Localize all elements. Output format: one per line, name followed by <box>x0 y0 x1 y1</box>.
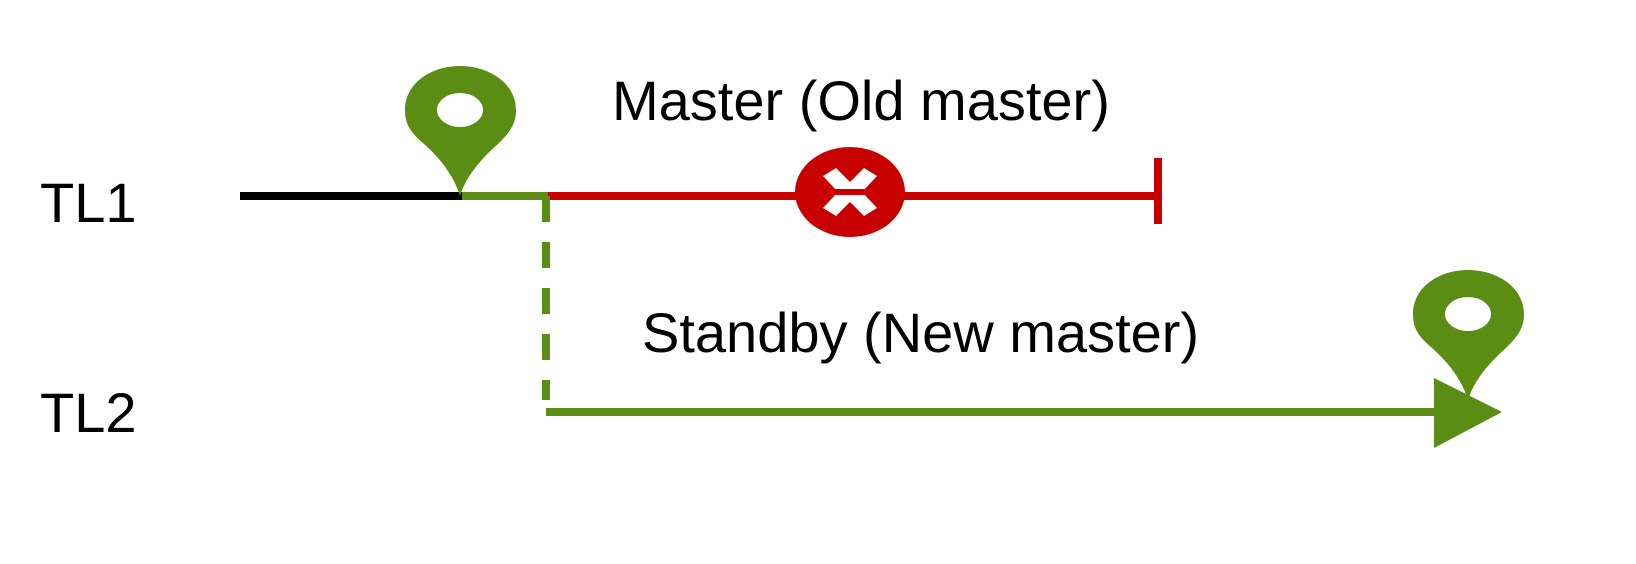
old-master-label: Master (Old master) <box>612 69 1110 132</box>
location-pin-icon <box>405 66 516 196</box>
row-label-tl1: TL1 <box>40 171 137 234</box>
new-master-label: Standby (New master) <box>642 301 1199 364</box>
location-pin-icon-new-master <box>1413 270 1524 400</box>
arrow-right-icon <box>1434 378 1502 448</box>
failure-x-icon <box>795 147 905 237</box>
row-label-tl2: TL2 <box>40 381 137 444</box>
